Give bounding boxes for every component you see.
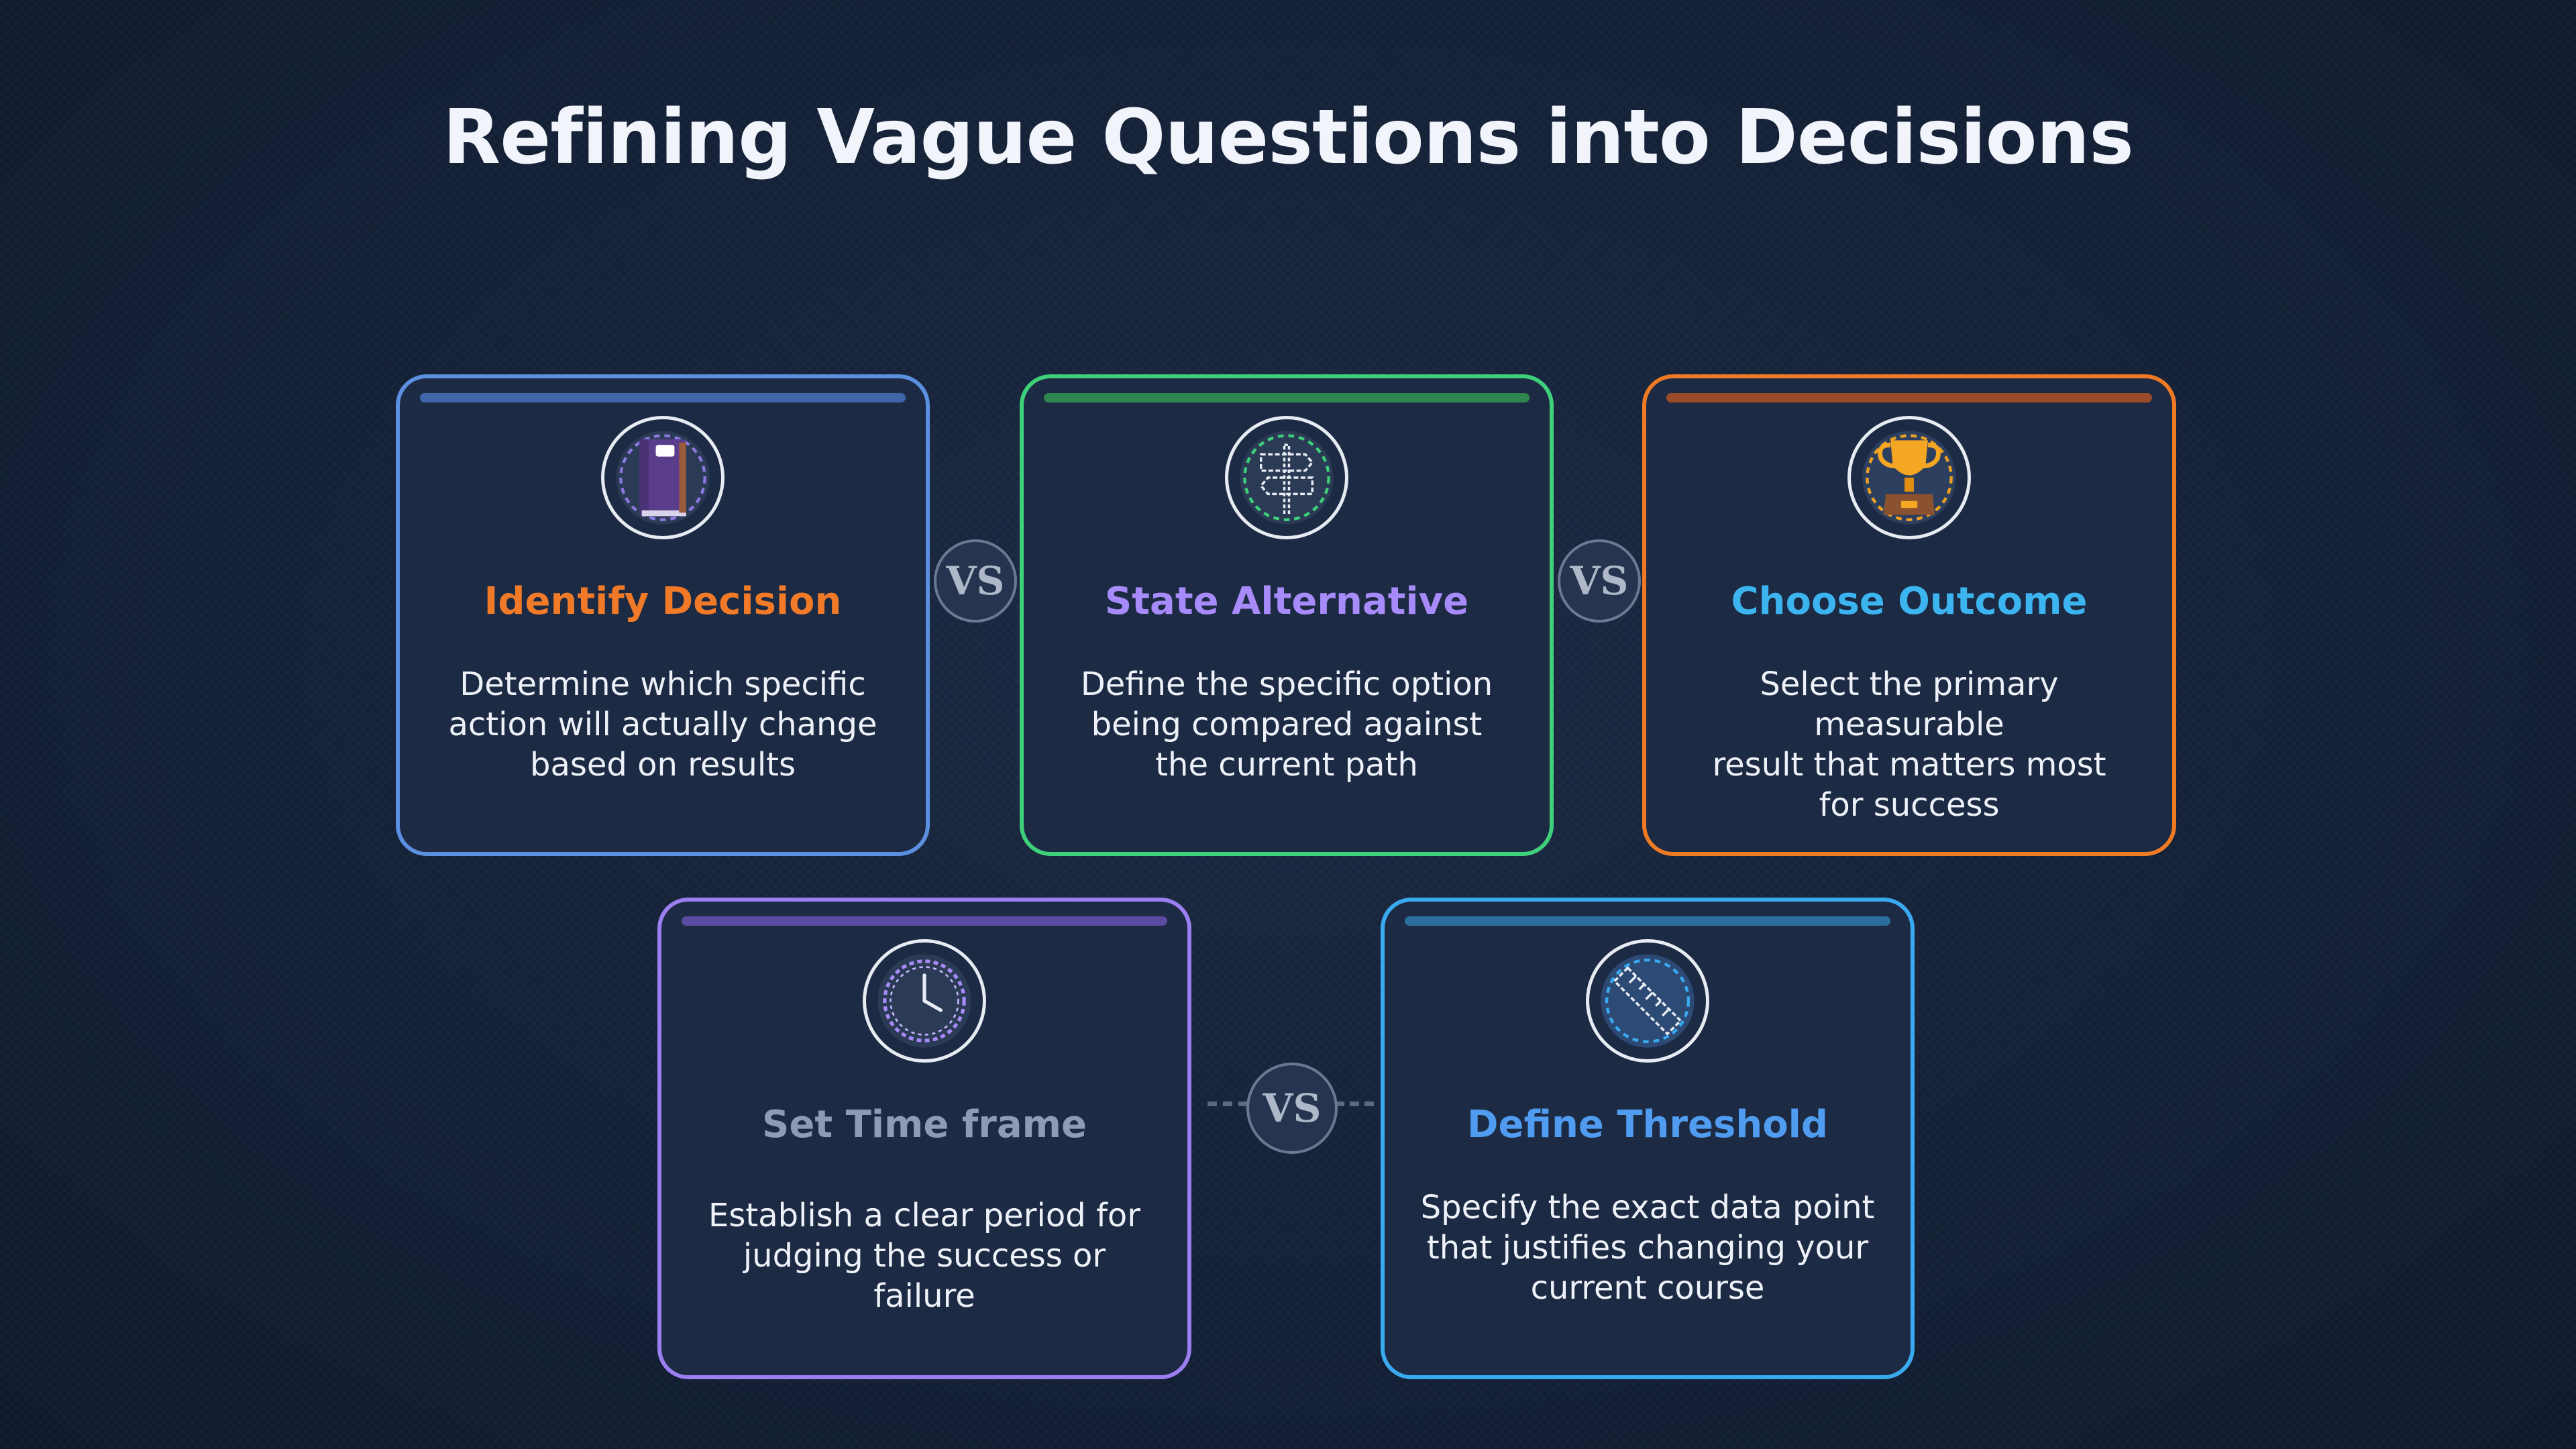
signpost-icon: [1225, 416, 1348, 539]
dashed-connector: [1335, 1102, 1374, 1106]
card-set-time-frame: Set Time frame Establish a clear period …: [657, 898, 1191, 1379]
card-description-line: Determine which specific: [460, 665, 866, 703]
card-top-bar: [1666, 393, 2152, 402]
vs-badge: VS: [1558, 539, 1641, 623]
card-define-threshold: Define Threshold Specify the exact data …: [1381, 898, 1915, 1379]
card-description-line: Specify the exact data point: [1420, 1189, 1875, 1226]
card-description-line: that justifies changing your: [1426, 1229, 1869, 1267]
vs-badge: VS: [934, 539, 1017, 623]
notebook-icon: [601, 416, 724, 539]
card-description-line: result that matters most: [1712, 746, 2106, 784]
card-description-line: judging the success or failure: [743, 1237, 1106, 1315]
card-description-line: based on results: [530, 746, 796, 784]
card-heading: Identify Decision: [484, 580, 842, 623]
clock-icon: [863, 939, 986, 1063]
card-description-line: the current path: [1155, 746, 1418, 784]
card-choose-outcome: Choose Outcome Select the primary measur…: [1642, 374, 2176, 856]
vs-badge: VS: [1246, 1063, 1338, 1154]
card-top-bar: [682, 916, 1167, 926]
ruler-icon: [1586, 939, 1709, 1063]
card-top-bar: [1044, 393, 1529, 402]
page-title: Refining Vague Questions into Decisions: [443, 94, 2134, 181]
card-description-line: for success: [1819, 786, 2000, 824]
card-description-line: Define the specific option: [1080, 665, 1493, 703]
card-description-line: current course: [1530, 1269, 1765, 1307]
card-heading: Choose Outcome: [1731, 580, 2088, 623]
dashed-connector: [1208, 1102, 1248, 1106]
trophy-icon: [1847, 416, 1971, 539]
card-heading: Define Threshold: [1467, 1103, 1828, 1146]
card-top-bar: [1405, 916, 1890, 926]
card-description-line: action will actually change: [448, 706, 877, 743]
card-description-line: Select the primary measurable: [1760, 665, 2059, 743]
card-top-bar: [420, 393, 906, 402]
card-state-alternative: State Alternative Define the specific op…: [1020, 374, 1554, 856]
card-identify-decision: Identify Decision Determine which specif…: [396, 374, 930, 856]
card-heading: State Alternative: [1104, 580, 1469, 623]
card-description-line: Establish a clear period for: [708, 1197, 1140, 1234]
card-heading: Set Time frame: [762, 1103, 1087, 1146]
card-description-line: being compared against: [1091, 706, 1483, 743]
